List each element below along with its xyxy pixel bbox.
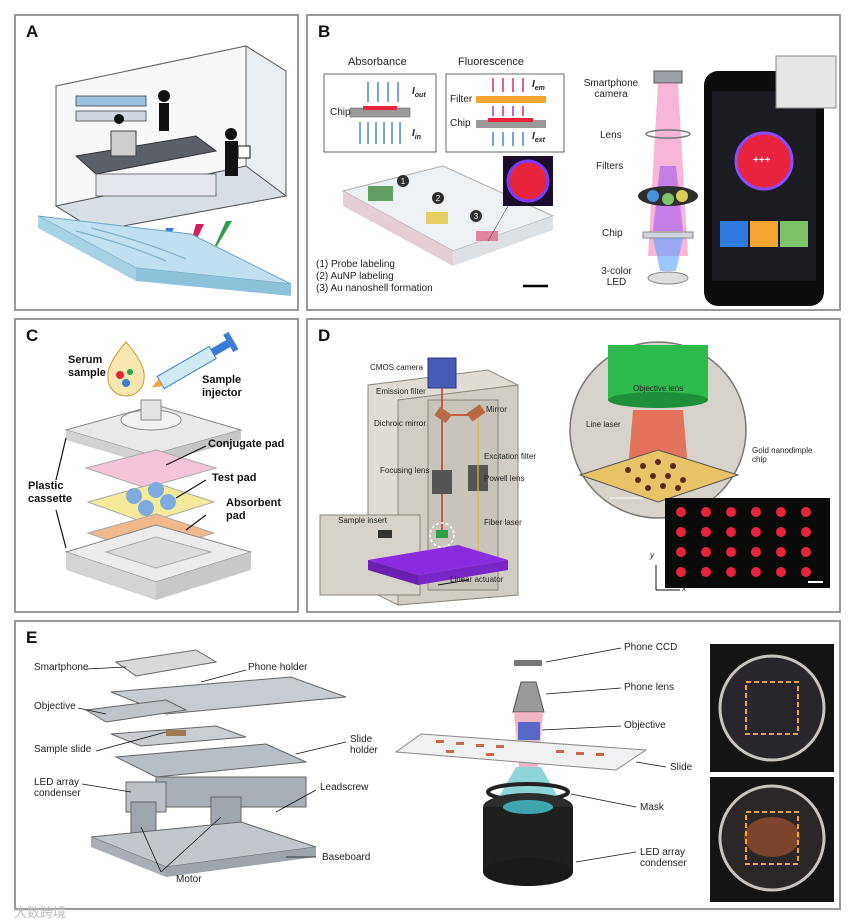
panel-b-label: B: [318, 22, 331, 41]
slide-holder-label: Slide holder: [350, 734, 378, 756]
panel-a-label: A: [26, 22, 39, 41]
linear-actuator-label: Linear actuator: [450, 575, 504, 584]
objective-optics-label: Objective: [624, 720, 666, 731]
phone-readout: +++: [753, 155, 771, 166]
svg-text:3: 3: [474, 212, 479, 221]
smartphone-label: Smartphone: [34, 662, 89, 673]
motor-label: Motor: [176, 874, 202, 885]
i-em-label: Iem: [532, 79, 545, 92]
phone-lens-label: Phone lens: [624, 682, 675, 693]
serum-sample-label: Serum sample: [68, 354, 106, 379]
gold-chip-label: Gold nanodimple chip: [752, 446, 813, 464]
objective-lens-label: Objective lens: [633, 384, 684, 393]
fluorescence-spots: [676, 507, 811, 577]
i-out-label: Iout: [412, 86, 426, 99]
mask-label: Mask: [640, 802, 664, 813]
step-2: (2) AuNP labeling: [316, 271, 394, 282]
absorbent-pad-label: Absorbent pad: [226, 497, 281, 522]
led-label: 3-color LED: [601, 266, 632, 288]
line-laser-label: Line laser: [586, 420, 621, 429]
powell-lens-label: Powell lens: [484, 474, 525, 483]
svg-text:2: 2: [436, 194, 441, 203]
step-1: (1) Probe labeling: [316, 259, 395, 270]
cmos-camera-label: CMOS camera: [370, 363, 423, 372]
panel-e-label: E: [26, 628, 38, 647]
filters-label: Filters: [596, 161, 624, 172]
axis-x-label: x: [682, 584, 686, 593]
panel-d-label: D: [318, 326, 331, 345]
watermark: 大数跨境: [14, 906, 67, 921]
baseboard-label: Baseboard: [322, 852, 371, 863]
panel-c: C: [14, 318, 299, 613]
lab-illustration: [37, 45, 292, 296]
objective-label: Objective: [34, 701, 76, 712]
emission-filter-label: Emission filter: [376, 387, 426, 396]
panel-d: D: [306, 318, 841, 613]
fluorescence-reader-schematic: [319, 341, 830, 606]
smartphone-microscope-schematic: [77, 644, 834, 902]
absorbance-title: Absorbance: [348, 56, 407, 68]
lens-label: Lens: [600, 130, 622, 141]
panel-e: E: [14, 620, 841, 910]
scientist-figure: [114, 90, 251, 176]
slide-label: Slide: [670, 762, 693, 773]
i-ext-label: Iext: [532, 131, 545, 144]
led-array-condenser-optics-label: LED array condenser: [640, 847, 687, 869]
phone-holder-label: Phone holder: [248, 662, 308, 673]
lateral-flow-assembly: [55, 331, 253, 600]
panel-b: B Absorbance Fluorescence: [306, 14, 841, 311]
panel-c-label: C: [26, 326, 39, 345]
plastic-cassette-label: Plastic cassette: [28, 480, 73, 505]
fluorescence-title: Fluorescence: [458, 56, 525, 68]
i-in-label: Iin: [412, 128, 422, 141]
smartphone-camera-label: Smartphone camera: [583, 78, 639, 100]
leadscrew-label: Leadscrew: [320, 782, 369, 793]
test-pad-label: Test pad: [212, 472, 257, 484]
chip-label-absorbance: Chip: [330, 107, 351, 118]
fiber-laser-label: Fiber laser: [484, 518, 522, 527]
conjugate-pad-label: Conjugate pad: [208, 438, 285, 450]
step-3: (3) Au nanoshell formation: [316, 283, 433, 294]
axis-y-label: y: [650, 551, 654, 560]
chip-label-fluorescence: Chip: [450, 118, 471, 129]
focusing-lens-label: Focusing lens: [380, 466, 430, 475]
phone-ccd-label: Phone CCD: [624, 642, 678, 653]
chip-label-optics: Chip: [602, 228, 623, 239]
dichroic-mirror-label: Dichroic mirror: [374, 419, 426, 428]
sample-insert-label: Sample insert: [338, 516, 387, 525]
excitation-filter-label: Excitation filter: [484, 452, 537, 461]
absorbance-schematic: 1 2 3: [323, 55, 837, 306]
led-array-condenser-label: LED array condenser: [34, 777, 81, 799]
filter-label: Filter: [450, 94, 473, 105]
sample-slide-label: Sample slide: [34, 744, 92, 755]
sample-injector-label: Sample injector: [202, 374, 242, 399]
svg-text:1: 1: [401, 177, 406, 186]
mirror-label: Mirror: [486, 405, 507, 414]
panel-a: A: [14, 14, 299, 311]
